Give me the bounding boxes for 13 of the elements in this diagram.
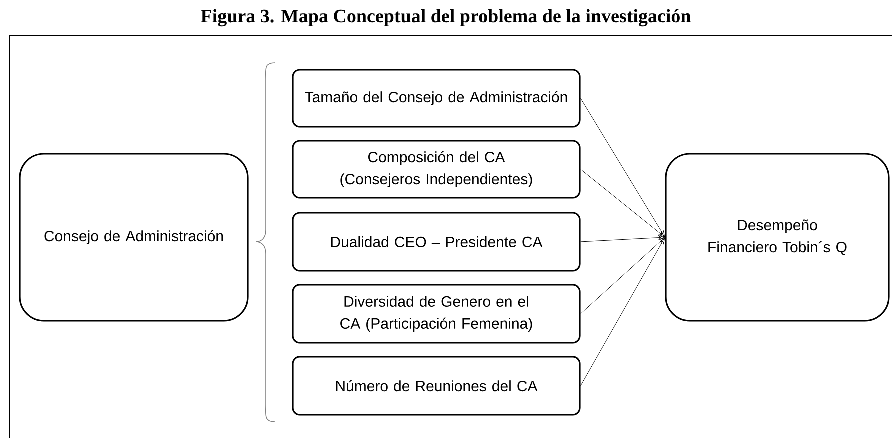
- arrow: [580, 98, 666, 238]
- concept-box: Desempeño Financiero Tobin´s Q: [665, 153, 890, 322]
- title: Figura 3. Mapa Conceptual del problema de la investigación: [201, 9, 691, 27]
- concept-box: Diversidad de Genero en el CA (Participación Femenina): [292, 284, 581, 344]
- concept-box: Tamaño del Consejo de Administración: [292, 69, 581, 128]
- concept-box: Número de Reuniones del CA: [292, 356, 581, 416]
- arrow: [580, 236, 665, 242]
- arrow: [580, 238, 666, 386]
- concept-box: Dualidad CEO – Presidente CA: [292, 212, 581, 272]
- concept-box: Consejo de Administración: [19, 153, 249, 322]
- arrow: [580, 169, 665, 238]
- concept-box: Composición del CA (Consejeros Independientes): [292, 140, 581, 199]
- arrow: [580, 238, 665, 314]
